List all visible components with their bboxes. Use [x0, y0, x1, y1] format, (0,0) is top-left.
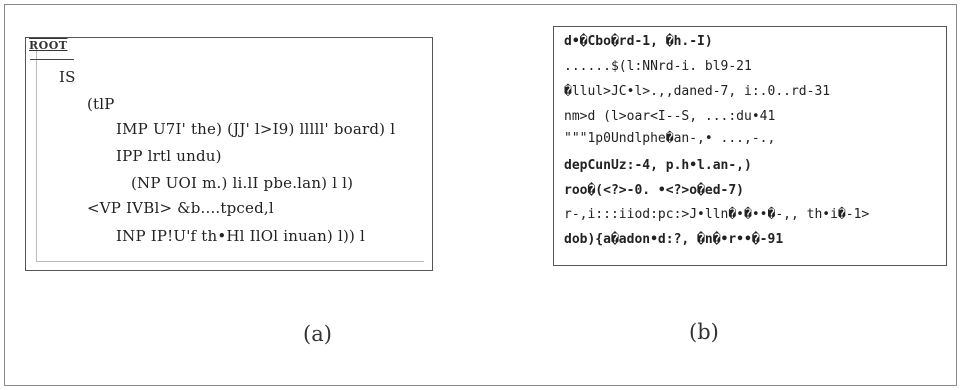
tree-line-5: (NP UOI m.) li.lI pbe.lan) l l) [131, 174, 354, 192]
tree-line-6: <VP IVBl> &b....tpced,l [87, 199, 274, 217]
tree-line-4: IPP lrtl undu) [116, 147, 222, 165]
annotation-line-4: nm>d (l>oar<I--S, ...:du•41 [564, 109, 776, 124]
panel-a-inner-border [36, 48, 424, 262]
annotation-line-8: r-,i:::iiod:pc:>J•lln�•�••�-,, th•i�-1> [564, 207, 870, 222]
root-rule [30, 59, 74, 60]
annotation-line-1: d•�Cbo�rd-1, �h.-I) [564, 34, 713, 49]
tree-line-7: INP IP!U'f th•Hl IlOl inuan) l)) l [116, 227, 366, 245]
caption-b: (b) [689, 320, 719, 344]
tree-line-3: IMP U7I' the) (JJ' l>I9) lllll' board) l [116, 120, 396, 138]
panel-a-parse-tree: ROOT IS (tlP IMP U7I' the) (JJ' l>I9) ll… [25, 37, 433, 271]
panel-b-annotations: d•�Cbo�rd-1, �h.-I) ......$(l:NNrd-i. bl… [553, 26, 947, 266]
caption-a: (a) [303, 322, 332, 346]
annotation-line-6: depCunUz:-4, p.h•l.an-,) [564, 158, 752, 173]
annotation-line-3: �llul>JC•l>.,,daned-7, i:.0..rd-31 [564, 84, 831, 99]
annotation-line-2: ......$(l:NNrd-i. bl9-21 [564, 59, 752, 74]
root-mark: ROOT [29, 39, 68, 52]
tree-line-1: IS [59, 68, 76, 86]
annotation-line-9: dob){a�adon•d:?, �n�•r••�-91 [564, 232, 784, 247]
annotation-line-7: roo�(<?>-0. •<?>o�ed-7) [564, 183, 745, 198]
annotation-line-5: """1p0Undlphe�an-,• ...,-., [564, 131, 776, 146]
tree-line-2: (tlP [87, 95, 115, 113]
